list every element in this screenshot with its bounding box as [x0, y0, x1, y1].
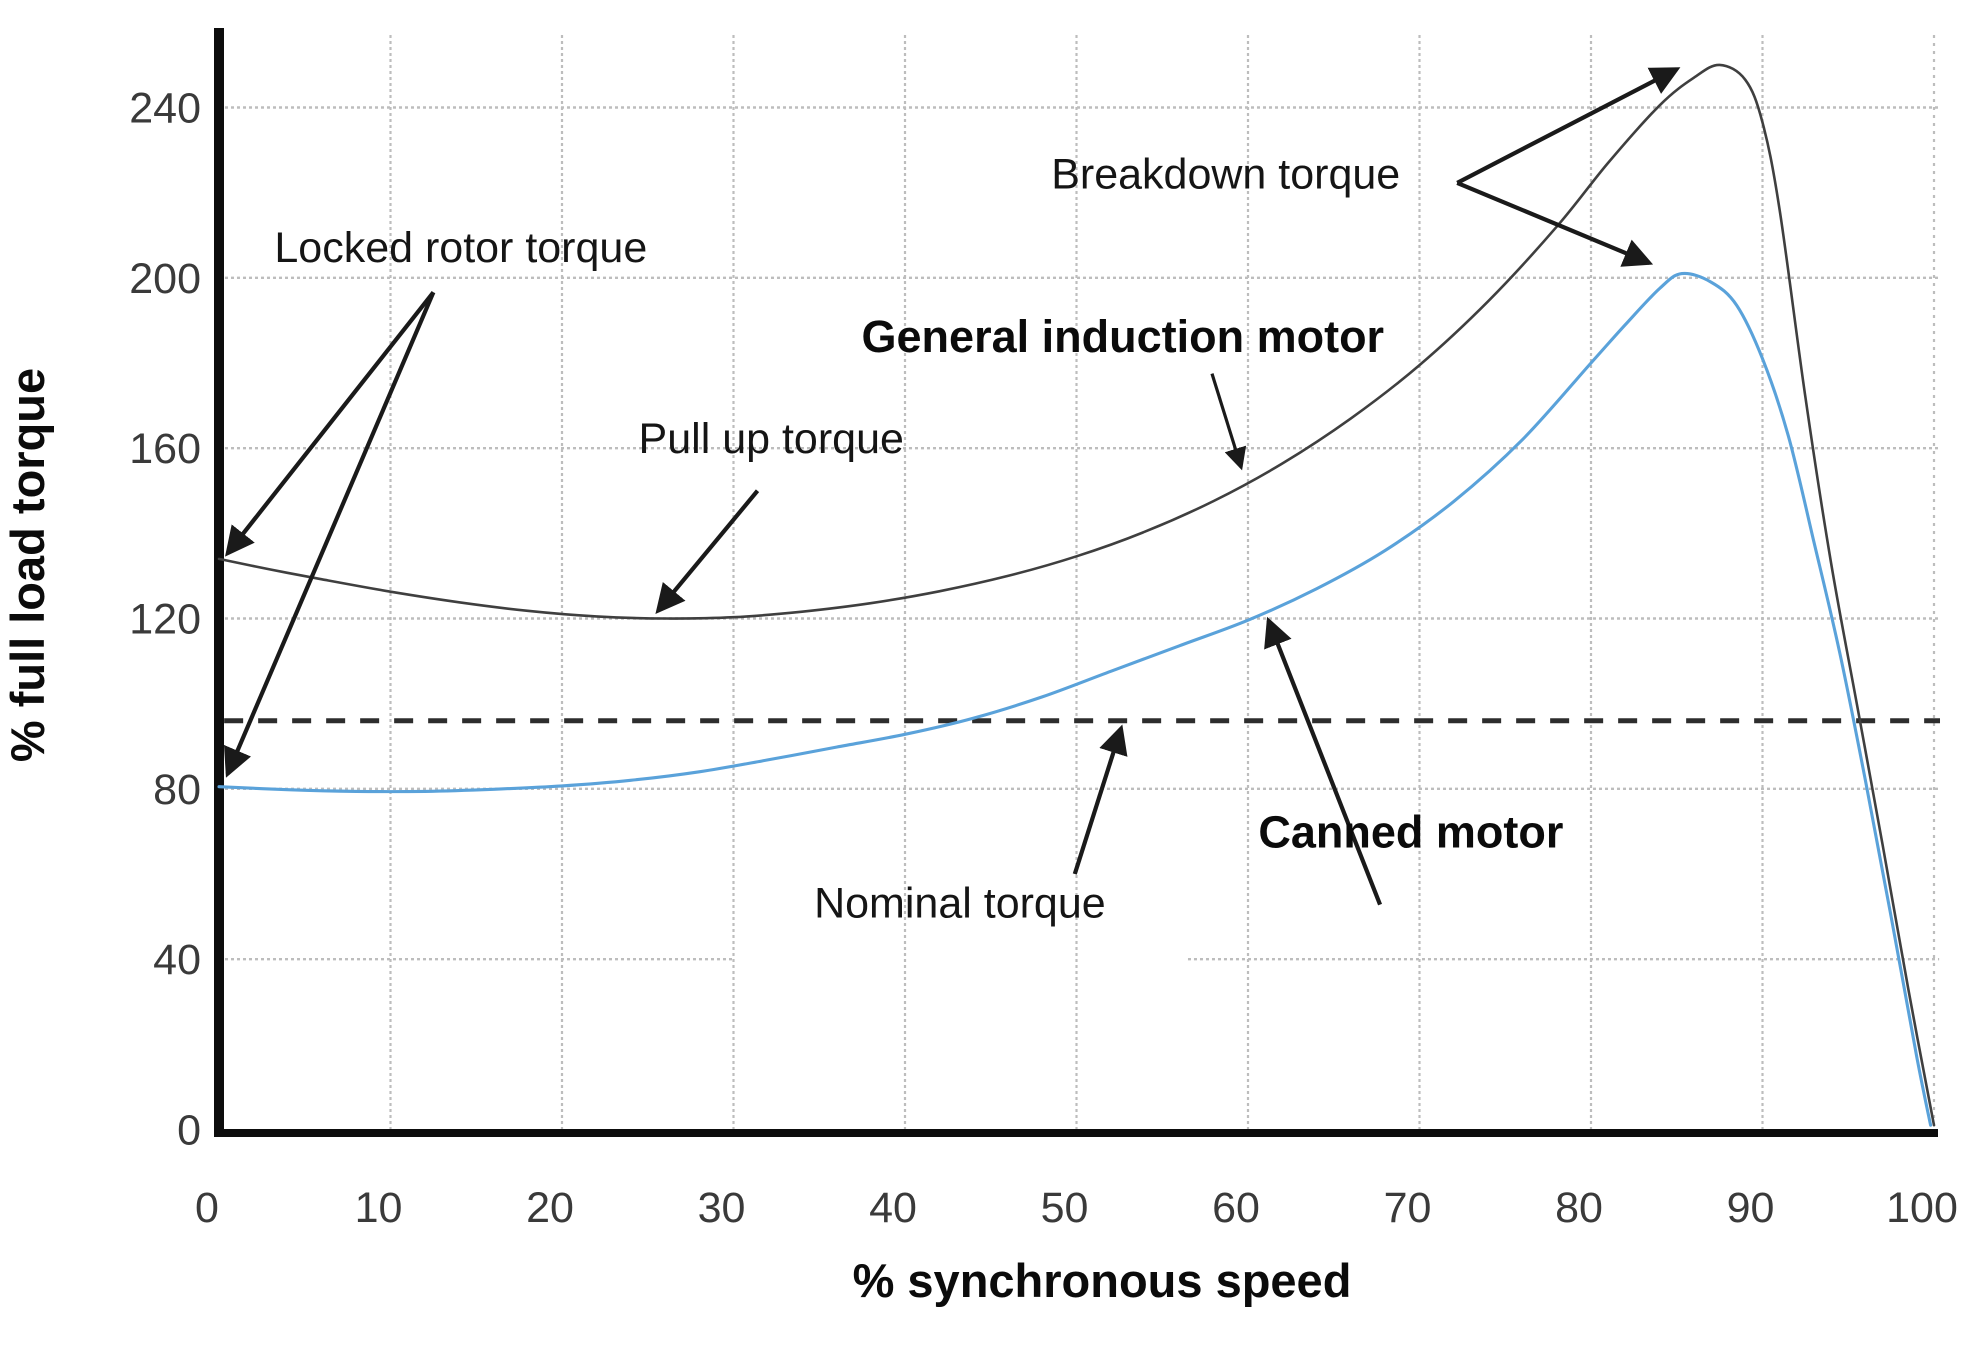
x-tick-20: 20 — [526, 1184, 574, 1232]
y-tick-80: 80 — [153, 766, 201, 814]
label-canned-motor: Canned motor — [1258, 806, 1563, 857]
x-axis-title: % synchronous speed — [853, 1254, 1352, 1307]
x-tick-30: 30 — [698, 1184, 746, 1232]
y-tick-240: 240 — [129, 85, 201, 133]
label-breakdown-torque: Breakdown torque — [1051, 151, 1400, 199]
arrow-breakdown-to-canned-peak — [1456, 180, 1654, 267]
text-labels: 0 10 20 30 40 50 60 70 80 90 100 0 40 80 120 160 200 240%… — [1, 85, 1958, 1307]
arrow-locked-rotor-to-induction — [225, 291, 436, 557]
curves — [217, 63, 1936, 1127]
x-tick-90: 90 — [1727, 1184, 1775, 1232]
y-tick-200: 200 — [129, 255, 201, 303]
arrow-pull-up-pointer — [655, 489, 760, 615]
y-axis-title: % full load torque — [1, 368, 54, 762]
axes — [214, 28, 1938, 1137]
arrow-breakdown-to-induction-peak — [1456, 67, 1681, 185]
y-tick-40: 40 — [153, 936, 201, 984]
x-tick-100: 100 — [1886, 1184, 1958, 1232]
annotation-arrows — [223, 67, 1681, 906]
x-tick-50: 50 — [1041, 1184, 1089, 1232]
arrow-nominal-pointer — [1072, 724, 1128, 875]
arrow-general-induction-pointer — [1210, 373, 1247, 471]
label-pull-up-torque: Pull up torque — [639, 415, 904, 463]
label-locked-rotor-torque: Locked rotor torque — [274, 224, 647, 272]
arrow-locked-rotor-to-canned — [223, 291, 436, 778]
y-tick-0: 0 — [177, 1107, 201, 1155]
x-tick-0: 0 — [195, 1184, 219, 1232]
label-general-induction-motor: General induction motor — [862, 311, 1385, 362]
y-tick-160: 160 — [129, 425, 201, 473]
y-tick-120: 120 — [129, 596, 201, 644]
x-tick-70: 70 — [1384, 1184, 1432, 1232]
gridlines — [219, 35, 1941, 1133]
arrow-canned-pointer — [1264, 616, 1383, 906]
x-tick-60: 60 — [1212, 1184, 1260, 1232]
label-nominal-torque: Nominal torque — [814, 880, 1106, 928]
x-tick-10: 10 — [355, 1184, 403, 1232]
x-tick-80: 80 — [1555, 1184, 1603, 1232]
curve-canned-motor — [217, 271, 1933, 1127]
curve-general-induction-motor — [217, 63, 1936, 1127]
x-tick-40: 40 — [869, 1184, 917, 1232]
